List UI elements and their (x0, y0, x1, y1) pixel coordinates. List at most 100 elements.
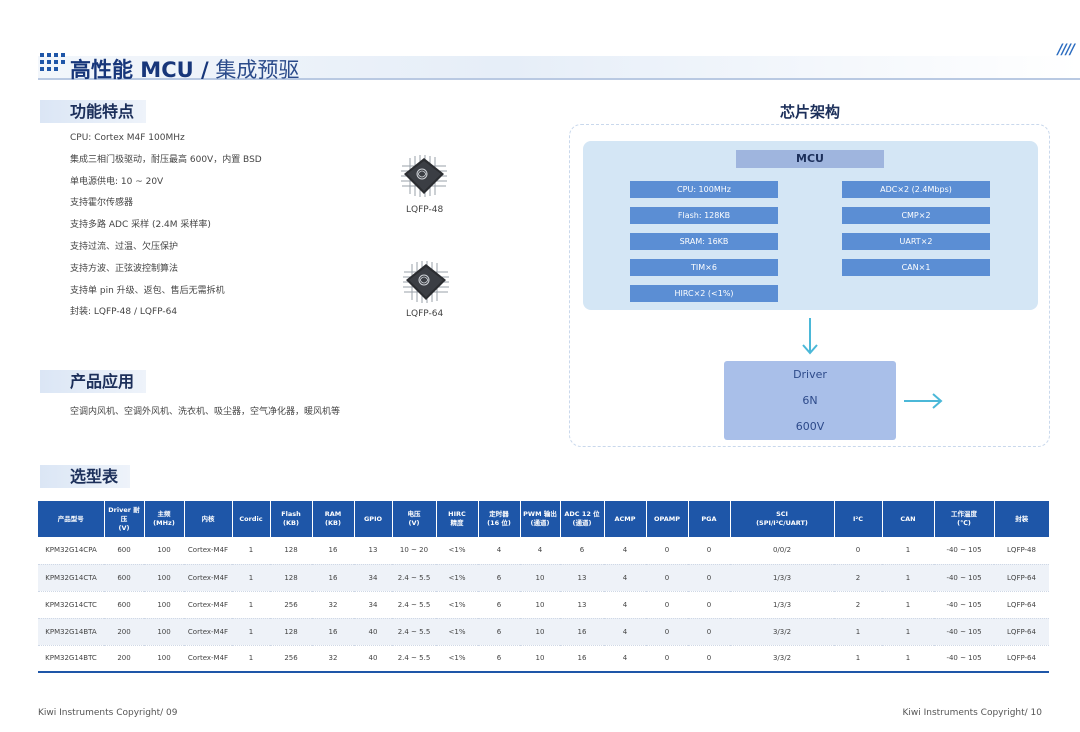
header-text: CAN (900, 514, 916, 523)
spec-uart: UART×2 (842, 233, 990, 250)
feature-item: 支持单 pin 升级、返包、售后无需拆机 (70, 285, 225, 296)
header-text: 主频 (157, 510, 171, 518)
table-cell: 10 ~ 20 (392, 537, 436, 565)
driver-line: Driver (793, 368, 827, 381)
table-cell: 34 (354, 591, 392, 619)
table-cell: 2.4 ~ 5.5 (392, 618, 436, 646)
spec-hirc: HIRC×2 (<1%) (630, 285, 778, 302)
table-cell: <1% (436, 591, 478, 619)
table-cell: KPM32G14CTA (38, 564, 104, 592)
table-cell: 6 (478, 564, 520, 592)
table-cell: 0 (834, 537, 882, 565)
header-text: RAM (324, 510, 342, 518)
table-header-cell: Cordic (232, 501, 271, 537)
slash-decoration-icon: //// (1057, 42, 1075, 58)
table-cell: 128 (270, 537, 312, 565)
table-cell: 1 (232, 618, 270, 646)
table-cell: 13 (560, 591, 604, 619)
table-cell: 2.4 ~ 5.5 (392, 564, 436, 592)
mcu-label: MCU (736, 150, 884, 168)
table-cell: 128 (270, 564, 312, 592)
header-text: 电压 (407, 510, 421, 518)
table-header-cell: OPAMP (646, 501, 689, 537)
table-cell: 13 (354, 537, 392, 565)
table-cell: 0 (646, 591, 688, 619)
header-text: GPIO (363, 514, 383, 523)
table-cell: 1 (834, 618, 882, 646)
header-text: (MHz) (153, 519, 175, 527)
table-cell: 13 (560, 564, 604, 592)
table-cell: 100 (144, 591, 184, 619)
header-text: I²C (852, 514, 864, 523)
table-cell: 3/3/2 (730, 618, 834, 646)
table-cell: KPM32G14CTC (38, 591, 104, 619)
table-cell: 1 (232, 645, 270, 673)
feature-item: CPU: Cortex M4F 100MHz (70, 133, 185, 143)
table-cell: 2.4 ~ 5.5 (392, 645, 436, 673)
driver-line: 6N (802, 394, 818, 407)
table-cell: 0 (688, 618, 730, 646)
table-cell: LQFP-64 (994, 618, 1049, 646)
header-text: Driver 耐压 (108, 505, 140, 523)
table-cell: 34 (354, 564, 392, 592)
table-cell: <1% (436, 645, 478, 673)
table-cell: KPM32G14BTC (38, 645, 104, 673)
table-cell: LQFP-48 (994, 537, 1049, 565)
feature-item: 封装: LQFP-48 / LQFP-64 (70, 307, 178, 318)
table-cell: 1 (882, 645, 934, 673)
table-cell: LQFP-64 (994, 645, 1049, 673)
header-text: ACMP (614, 514, 636, 523)
table-cell: 100 (144, 564, 184, 592)
feature-item: 单电源供电: 10 ~ 20V (70, 176, 164, 187)
chip-label: LQFP-64 (406, 309, 444, 319)
features-heading: 功能特点 (40, 100, 147, 123)
table-cell: 0 (688, 591, 730, 619)
applications-heading: 产品应用 (40, 370, 147, 393)
table-cell: 2 (834, 564, 882, 592)
header-text: Flash (281, 510, 301, 518)
table-cell: 100 (144, 537, 184, 565)
table-cell: 0/0/2 (730, 537, 834, 565)
table-cell: <1% (436, 618, 478, 646)
table-header-cell: RAM(KB) (312, 501, 355, 537)
header-text: (通道) (572, 519, 592, 527)
table-cell: 1 (232, 537, 270, 565)
table-cell: 256 (270, 645, 312, 673)
table-header-cell: CAN (882, 501, 935, 537)
table-header-cell: GPIO (354, 501, 393, 537)
feature-item: 集成三相门极驱动，耐压最高 600V，内置 BSD (70, 154, 262, 165)
spec-flash: Flash: 128KB (630, 207, 778, 224)
spec-can: CAN×1 (842, 259, 990, 276)
table-cell: 10 (520, 591, 560, 619)
table-cell: 1 (882, 618, 934, 646)
table-cell: 6 (478, 591, 520, 619)
table-cell: 2.4 ~ 5.5 (392, 591, 436, 619)
table-cell: 3/3/2 (730, 645, 834, 673)
table-cell: <1% (436, 564, 478, 592)
driver-line: 600V (795, 420, 825, 433)
table-cell: 4 (604, 537, 646, 565)
mcu-block (583, 141, 1038, 310)
header-text: (V) (408, 519, 420, 527)
table-cell: 4 (604, 591, 646, 619)
grid-dots-icon (40, 53, 66, 75)
table-cell: 4 (478, 537, 520, 565)
feature-item: 支持过流、过温、欠压保护 (70, 241, 179, 252)
table-header-cell: PGA (688, 501, 731, 537)
spec-cpu: CPU: 100MHz (630, 181, 778, 198)
header-text: OPAMP (654, 514, 680, 523)
table-cell: KPM32G14CPA (38, 537, 104, 565)
table-header-cell: 封装 (994, 501, 1049, 537)
table-cell: 600 (104, 537, 144, 565)
table-cell: 100 (144, 645, 184, 673)
spec-sram: SRAM: 16KB (630, 233, 778, 250)
header-text: (KB) (325, 519, 341, 527)
header-text: 工作温度 (951, 510, 977, 518)
table-cell: 0 (646, 645, 688, 673)
table-cell: 1 (232, 591, 270, 619)
table-header-cell: 定时器(16 位) (478, 501, 521, 537)
